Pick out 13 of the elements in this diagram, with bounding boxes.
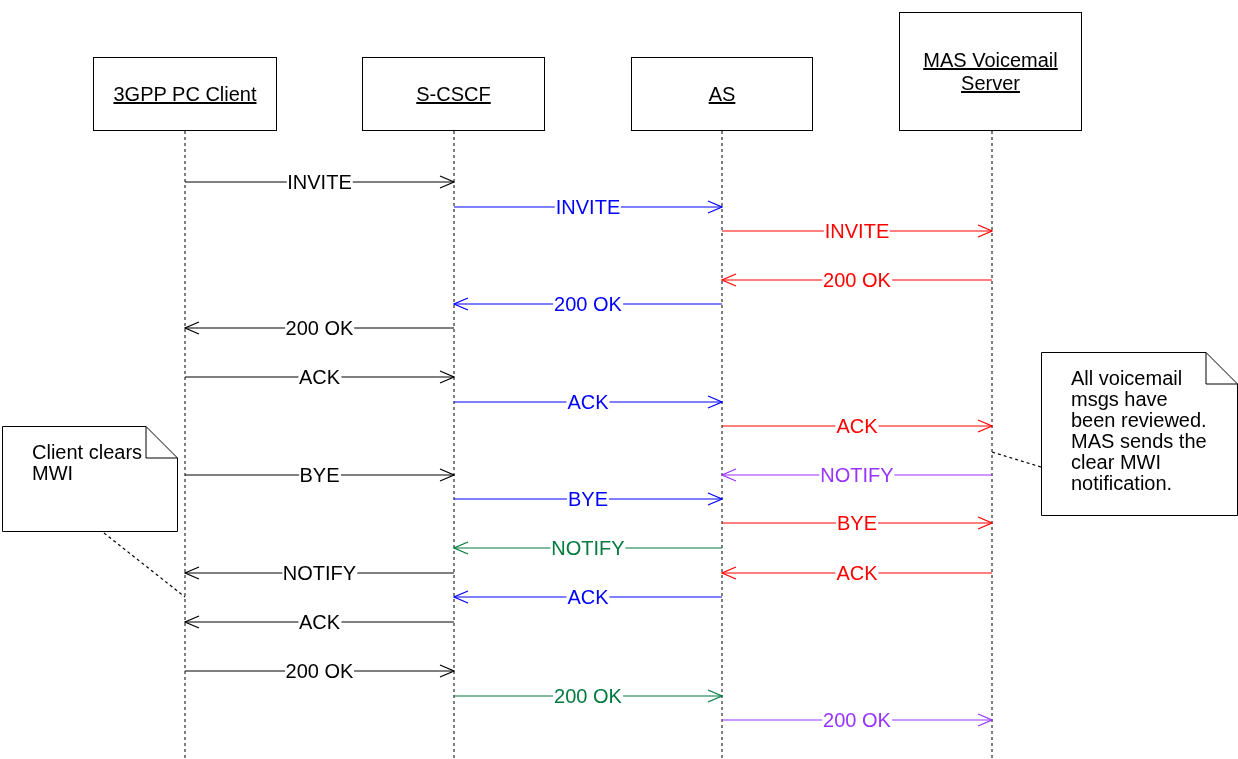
participant-box: AS bbox=[631, 57, 813, 131]
participant-box: S-CSCF bbox=[362, 57, 545, 131]
participant bbox=[631, 57, 813, 759]
participant-box: MAS Voicemail Server bbox=[899, 12, 1082, 131]
message-arrow bbox=[721, 516, 993, 530]
participant-box: 3GPP PC Client bbox=[93, 57, 277, 131]
message-arrow bbox=[453, 492, 723, 506]
leader-line bbox=[991, 451, 1042, 468]
message-arrow bbox=[184, 468, 455, 482]
leader-line bbox=[103, 532, 186, 598]
note: All voicemail msgs have been reviewed. MAS sends the clear MWI notification. bbox=[1041, 352, 1238, 516]
note: Client clears MWI bbox=[2, 426, 178, 532]
participant bbox=[362, 57, 545, 759]
